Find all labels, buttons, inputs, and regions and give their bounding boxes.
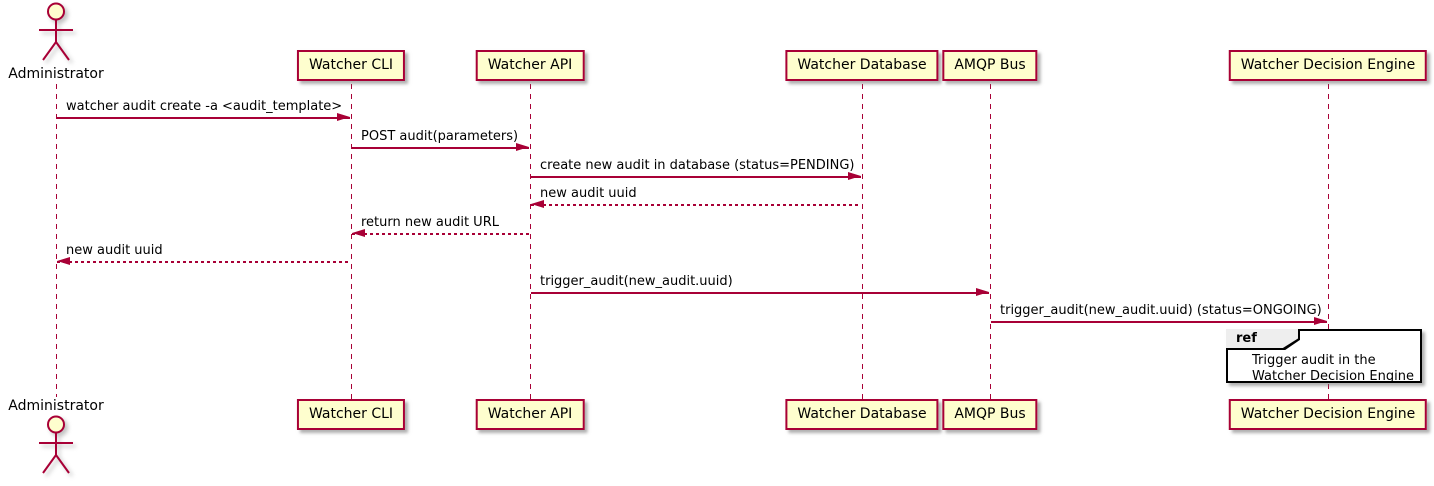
arrowhead-icon: [337, 113, 350, 121]
ref-keyword: ref: [1226, 329, 1298, 348]
participant-watcher-api-bottom: Watcher API: [475, 399, 585, 430]
lifeline-watcher-database: [861, 84, 863, 399]
participant-watcher-decision-engine-top: Watcher Decision Engine: [1228, 50, 1428, 81]
lifeline-watcher-decision-engine: [1327, 84, 1329, 399]
lifeline-watcher-api: [529, 84, 531, 399]
participant-amqp-bus-top: AMQP Bus: [942, 50, 1038, 81]
participant-watcher-decision-engine-bottom: Watcher Decision Engine: [1228, 399, 1428, 430]
ref-text: Trigger audit in the Watcher Decision En…: [1252, 353, 1414, 384]
arrowhead-icon: [516, 143, 529, 151]
message-line: [57, 261, 350, 263]
participant-watcher-cli-top: Watcher CLI: [296, 50, 406, 81]
message-label: create new audit in database (status=PEN…: [540, 158, 855, 173]
message-line: [531, 204, 861, 206]
actor-icon: [36, 2, 76, 66]
ref-tab: ref: [1226, 329, 1300, 350]
arrowhead-icon: [976, 288, 989, 296]
participant-amqp-bus-bottom: AMQP Bus: [942, 399, 1038, 430]
message-label: new audit uuid: [540, 186, 637, 201]
message-line: [531, 292, 989, 294]
arrowhead-icon: [352, 229, 365, 237]
ref-text-line: Trigger audit in the: [1252, 353, 1376, 368]
message-label: return new audit URL: [361, 215, 499, 230]
message-line: [57, 117, 350, 119]
participant-watcher-database-bottom: Watcher Database: [785, 399, 939, 430]
arrowhead-icon: [1314, 317, 1327, 325]
ref-fragment: ref Trigger audit in the Watcher Decisio…: [1226, 329, 1422, 384]
ref-text-line: Watcher Decision Engine: [1252, 368, 1414, 384]
lifeline-administrator: [55, 84, 57, 397]
participant-watcher-cli-bottom: Watcher CLI: [296, 399, 406, 430]
actor-icon: [36, 415, 76, 479]
message-label: trigger_audit(new_audit.uuid) (status=ON…: [1000, 303, 1322, 318]
message-line: [352, 147, 529, 149]
participant-administrator-top-label: Administrator: [8, 66, 104, 82]
message-label: POST audit(parameters): [361, 129, 519, 144]
message-line: [991, 321, 1327, 323]
message-label: trigger_audit(new_audit.uuid): [540, 274, 733, 289]
participant-administrator-bottom-label: Administrator: [8, 398, 104, 414]
message-line: [531, 176, 861, 178]
participant-watcher-api-top: Watcher API: [475, 50, 585, 81]
lifeline-watcher-cli: [350, 84, 352, 399]
lifeline-amqp-bus: [989, 84, 991, 399]
arrowhead-icon: [531, 200, 544, 208]
arrowhead-icon: [57, 257, 70, 265]
message-line: [352, 233, 529, 235]
participant-watcher-database-top: Watcher Database: [785, 50, 939, 81]
message-label: new audit uuid: [66, 243, 163, 258]
arrowhead-icon: [848, 172, 861, 180]
message-label: watcher audit create -a <audit_template>: [66, 99, 343, 114]
